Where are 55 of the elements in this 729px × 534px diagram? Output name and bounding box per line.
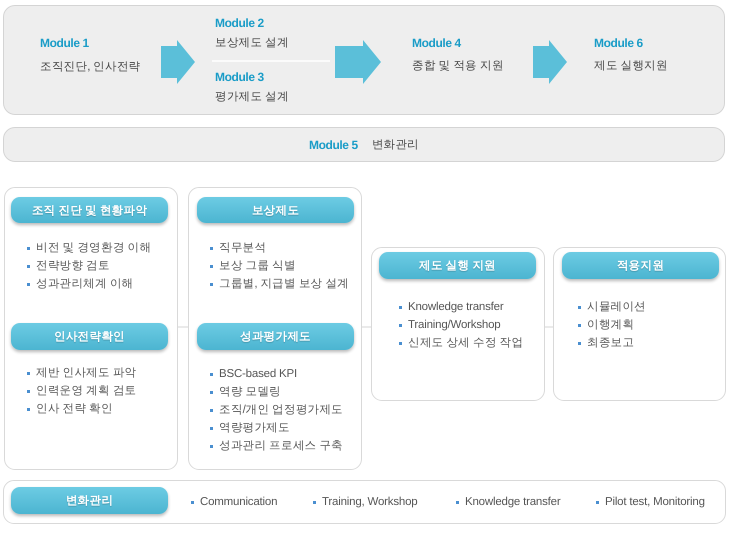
list-item: 역량평가제도 bbox=[219, 421, 290, 436]
list-item: 인력운영 계획 검토 bbox=[36, 384, 136, 399]
module-title: Module 3 bbox=[215, 69, 264, 86]
connector-line bbox=[544, 326, 554, 328]
list-item: 보상 그룹 식별 bbox=[219, 259, 296, 274]
list-item: 역량 모델링 bbox=[219, 385, 281, 400]
list-item: Pilot test, Monitoring bbox=[605, 495, 705, 510]
list-item: 그룹별, 지급별 보상 설계 bbox=[219, 277, 349, 292]
list-item: 성과관리 프로세스 구축 bbox=[219, 439, 343, 454]
list-item: 제반 인사제도 파악 bbox=[36, 366, 136, 381]
rounded-panel bbox=[3, 5, 725, 115]
list-item: Training, Workshop bbox=[322, 495, 418, 510]
section-header: 변화관리 bbox=[11, 487, 168, 514]
list-item: 신제도 상세 수정 작업 bbox=[408, 336, 524, 351]
list-item: BSC-based KPI bbox=[219, 367, 297, 382]
module-description: 제도 실행지원 bbox=[594, 59, 668, 74]
section-header: 적용지원 bbox=[562, 252, 719, 279]
list-item: 전략방향 검토 bbox=[36, 259, 110, 274]
module-description: 변화관리 bbox=[372, 138, 419, 152]
connector-line bbox=[178, 326, 188, 328]
module-description: 보상제도 설계 bbox=[215, 36, 289, 51]
module-title: Module 4 bbox=[412, 35, 461, 52]
section-header: 조직 진단 및 현황파악 bbox=[11, 197, 168, 223]
list-item: 인사 전략 확인 bbox=[36, 402, 113, 417]
section-header: 제도 실행 지원 bbox=[379, 252, 536, 279]
module-title: Module 6 bbox=[594, 35, 643, 52]
list-item: 성과관리체계 이해 bbox=[36, 277, 134, 292]
module-title: Module 2 bbox=[215, 15, 264, 32]
rounded-panel bbox=[4, 187, 178, 470]
list-item: Training/Workshop bbox=[408, 318, 500, 333]
block-arrow bbox=[533, 40, 567, 84]
module-title: Module 5 bbox=[308, 136, 358, 154]
module-title: Module 1 bbox=[40, 35, 89, 52]
banner-bar bbox=[3, 127, 725, 162]
block-arrow bbox=[335, 40, 381, 84]
list-item: 조직/개인 업정평가제도 bbox=[219, 403, 343, 418]
connector-line bbox=[362, 326, 372, 328]
section-header: 인사전략확인 bbox=[11, 323, 168, 350]
rounded-panel bbox=[3, 480, 726, 524]
list-item: Communication bbox=[200, 495, 278, 510]
list-item: 비전 및 경영환경 이해 bbox=[36, 241, 152, 256]
module-description: 종합 및 적용 지원 bbox=[412, 59, 504, 74]
rounded-panel bbox=[371, 247, 545, 401]
list-item: 시뮬레이션 bbox=[587, 300, 646, 315]
list-item: Knowledge transfer bbox=[465, 495, 560, 510]
list-item: Knowledge transfer bbox=[408, 300, 504, 315]
rounded-panel bbox=[553, 247, 726, 401]
list-item: 직무분석 bbox=[219, 241, 266, 256]
list-item: 이행계획 bbox=[587, 318, 634, 333]
module-description: 평가제도 설계 bbox=[215, 90, 289, 105]
module-description: 조직진단, 인사전략 bbox=[40, 60, 140, 75]
section-header: 보상제도 bbox=[197, 197, 354, 223]
list-item: 최종보고 bbox=[587, 336, 634, 351]
section-header: 성과평가제도 bbox=[197, 323, 354, 350]
rounded-panel bbox=[188, 187, 362, 470]
